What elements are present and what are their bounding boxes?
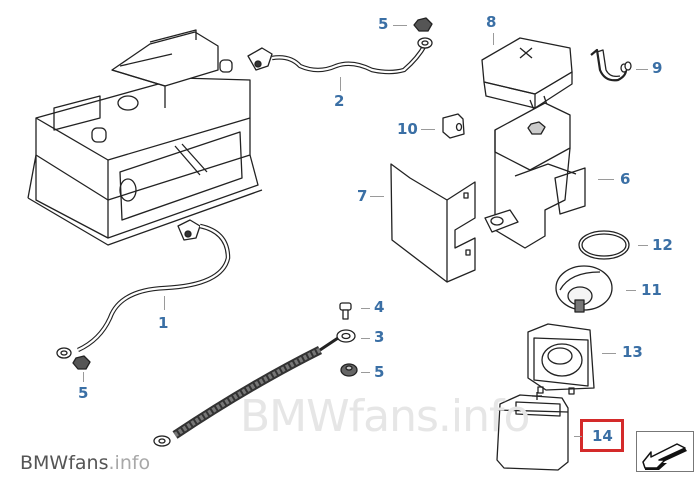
callout-6[interactable]: 6 [620, 170, 631, 188]
leader-line [574, 436, 582, 437]
leader-line [626, 290, 636, 291]
watermark-text: BMWfans.info [240, 391, 530, 442]
cable-1-illustration [56, 219, 231, 359]
leader-line [638, 245, 648, 246]
callout-14[interactable]: 14 [592, 427, 613, 445]
leader-line [636, 69, 648, 70]
callout-11[interactable]: 11 [641, 281, 662, 299]
leader-line [393, 25, 407, 26]
o-ring-12-shape [578, 230, 630, 260]
leader-line [598, 179, 614, 180]
callout-13[interactable]: 13 [622, 343, 643, 361]
strap-3-illustration [153, 329, 356, 447]
callout-5-right[interactable]: 5 [374, 363, 385, 381]
callout-8[interactable]: 8 [486, 13, 497, 31]
leader-line [83, 372, 84, 382]
callout-3[interactable]: 3 [374, 328, 385, 346]
leader-line [361, 338, 370, 339]
back-button[interactable] [636, 431, 694, 472]
callout-2[interactable]: 2 [334, 92, 345, 110]
leader-line [340, 77, 341, 91]
nut-5-top-shape [413, 17, 433, 32]
leader-line [361, 308, 370, 309]
leader-line [421, 129, 435, 130]
arrow-back-icon [642, 443, 687, 470]
leader-line [361, 372, 370, 373]
cap-8-illustration [481, 37, 573, 111]
leader-line [370, 196, 384, 197]
cover-14-illustration [496, 392, 569, 471]
callout-4[interactable]: 4 [374, 298, 385, 316]
leader-line [164, 296, 165, 310]
bracket-6-illustration [484, 102, 586, 249]
callout-9[interactable]: 9 [652, 59, 663, 77]
callout-10[interactable]: 10 [397, 120, 418, 138]
bolt-4-illustration [339, 302, 352, 320]
leader-line [493, 33, 494, 45]
holder-13-illustration [527, 323, 595, 395]
leader-line [602, 353, 616, 354]
callout-12[interactable]: 12 [652, 236, 673, 254]
callout-7[interactable]: 7 [357, 187, 368, 205]
callout-5-top[interactable]: 5 [378, 15, 389, 33]
brand-name: BMWfans [20, 452, 109, 474]
cable-2-illustration [247, 37, 433, 75]
plate-7-illustration [390, 163, 476, 283]
insert-11-illustration [555, 265, 613, 313]
connector-9-illustration [590, 48, 632, 82]
nut-5-left-shape [72, 355, 91, 370]
battery-illustration [27, 29, 263, 246]
callout-5-left[interactable]: 5 [78, 384, 89, 402]
cap-nut-10-illustration [442, 113, 465, 139]
brand-logo: BMWfans.info [20, 452, 150, 474]
highlight-box [580, 419, 624, 452]
brand-tld: .info [108, 452, 151, 474]
callout-1[interactable]: 1 [158, 314, 169, 332]
